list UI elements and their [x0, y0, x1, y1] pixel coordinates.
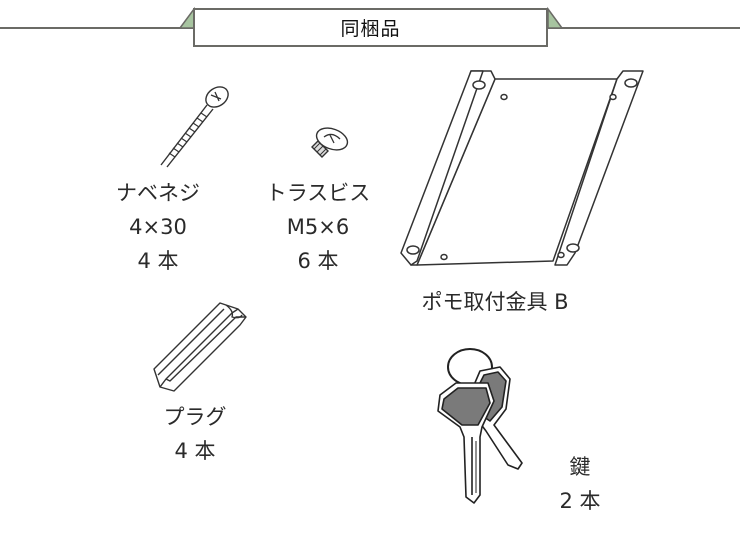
truss-screw-icon [311, 127, 349, 158]
page-title: 同梱品 [193, 8, 548, 47]
item-keys: 鍵 2 本 [550, 450, 610, 518]
header-right-triangle-icon [547, 6, 564, 29]
item-pan-head-screw: ナベネジ 4×30 4 本 [108, 176, 208, 278]
item-truss-screw: トラスビス M5×6 6 本 [258, 176, 378, 278]
screw-icon [160, 86, 229, 168]
item-qty: 4 本 [174, 439, 216, 463]
key-icon [437, 348, 523, 504]
item-spec: M5×6 [286, 215, 350, 239]
item-qty: 2 本 [559, 489, 601, 513]
page-title-text: 同梱品 [340, 18, 401, 40]
item-mounting-bracket: ポモ取付金具 B [400, 285, 590, 319]
item-spec: 4×30 [129, 215, 187, 239]
item-qty: 6 本 [297, 249, 339, 273]
bracket-icon [400, 70, 644, 266]
plug-icon [153, 302, 247, 392]
item-name: トラスビス [265, 181, 371, 205]
item-name: 鍵 [569, 455, 591, 479]
item-wall-plug: プラグ 4 本 [150, 400, 240, 468]
item-name: ナベネジ [116, 181, 200, 205]
item-name: ポモ取付金具 B [421, 290, 569, 314]
item-name: プラグ [163, 405, 227, 429]
item-qty: 4 本 [137, 249, 179, 273]
